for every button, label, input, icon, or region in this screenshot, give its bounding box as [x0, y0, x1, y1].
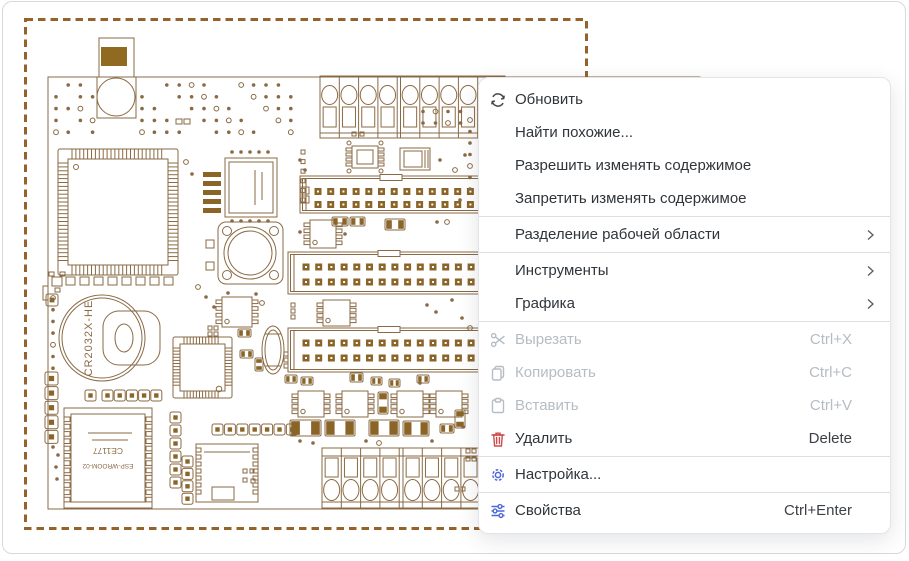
- menu-item-cut: Вырезать Ctrl+X: [479, 323, 890, 356]
- menu-item-shortcut: Ctrl+C: [809, 364, 852, 381]
- scissors-icon: [487, 331, 509, 349]
- paste-icon: [487, 397, 509, 415]
- menu-item-label: Удалить: [515, 430, 573, 447]
- menu-item-refresh[interactable]: Обновить: [479, 83, 890, 116]
- menu-item-label: Вставить: [515, 397, 579, 414]
- menu-item-label: Разрешить изменять содержимое: [515, 157, 752, 174]
- menu-item-label: Свойства: [515, 502, 581, 519]
- menu-item-label: Запретить изменять содержимое: [515, 190, 747, 207]
- menu-item-label: Найти похожие...: [515, 124, 634, 141]
- center-ic-qfp: [172, 336, 233, 399]
- buzzer: [205, 221, 284, 285]
- icon-placeholder: [487, 262, 509, 280]
- menu-item-label: Обновить: [515, 91, 583, 108]
- rf-module: [195, 443, 259, 503]
- menu-separator: [479, 321, 890, 322]
- menu-item-find-similar[interactable]: Найти похожие...: [479, 116, 890, 149]
- menu-item-shortcut: Ctrl+X: [809, 331, 852, 348]
- menu-item-settings[interactable]: Настройка...: [479, 458, 890, 491]
- menu-item-split-workspace[interactable]: Разделение рабочей области: [479, 218, 890, 251]
- refresh-icon: [487, 91, 509, 109]
- soic-ics: [215, 219, 469, 418]
- icon-placeholder: [487, 157, 509, 175]
- menu-item-copy: Копировать Ctrl+C: [479, 356, 890, 389]
- icon-placeholder: [487, 124, 509, 142]
- menu-item-shortcut: Ctrl+Enter: [784, 502, 852, 519]
- module-cert-label: CE1177: [93, 446, 123, 456]
- icon-placeholder: [487, 226, 509, 244]
- trash-icon: [487, 430, 509, 448]
- chevron-right-icon: [862, 263, 878, 279]
- small-ics: [261, 140, 431, 375]
- menu-item-label: Графика: [515, 295, 575, 312]
- pin-headers: [287, 174, 491, 373]
- battery-holder: CR2032X-HE: [58, 294, 161, 382]
- menu-item-label: Копировать: [515, 364, 596, 381]
- menu-item-label: Разделение рабочей области: [515, 226, 721, 243]
- menu-item-paste: Вставить Ctrl+V: [479, 389, 890, 422]
- menu-item-shortcut: Ctrl+V: [809, 397, 852, 414]
- menu-item-delete[interactable]: Удалить Delete: [479, 422, 890, 455]
- via-dots: [50, 82, 473, 481]
- menu-separator: [479, 216, 890, 217]
- menu-item-tools[interactable]: Инструменты: [479, 254, 890, 287]
- module-model-label: ESP-WROOM-02: [82, 462, 133, 469]
- menu-separator: [479, 492, 890, 493]
- antenna-connector: [96, 37, 137, 119]
- menu-item-shortcut: Delete: [808, 430, 852, 447]
- menu-item-forbid-edit[interactable]: Запретить изменять содержимое: [479, 182, 890, 215]
- battery-label: CR2032X-HE: [83, 300, 95, 377]
- passive-components: [48, 118, 477, 492]
- icon-placeholder: [487, 295, 509, 313]
- chevron-right-icon: [862, 296, 878, 312]
- menu-item-allow-edit[interactable]: Разрешить изменять содержимое: [479, 149, 890, 182]
- menu-item-graphics[interactable]: Графика: [479, 287, 890, 320]
- main-ic-qfp: [57, 148, 179, 286]
- chevron-right-icon: [862, 227, 878, 243]
- regulator-sot223: [203, 150, 278, 223]
- sliders-icon: [487, 502, 509, 520]
- icon-placeholder: [487, 190, 509, 208]
- gear-icon: [487, 466, 509, 484]
- menu-separator: [479, 252, 890, 253]
- menu-item-label: Настройка...: [515, 466, 602, 483]
- menu-item-properties[interactable]: Свойства Ctrl+Enter: [479, 494, 890, 527]
- menu-separator: [479, 456, 890, 457]
- menu-item-label: Вырезать: [515, 331, 582, 348]
- menu-item-label: Инструменты: [515, 262, 609, 279]
- copy-icon: [487, 364, 509, 382]
- terminal-block-top: [319, 75, 506, 139]
